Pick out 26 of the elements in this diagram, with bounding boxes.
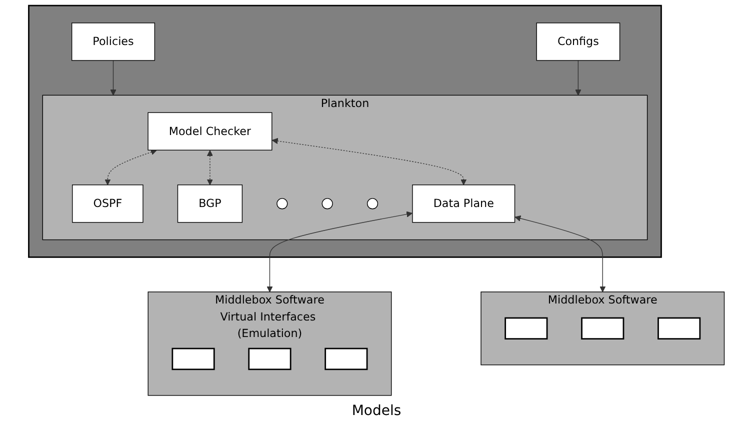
node-box: BGP [177, 184, 243, 223]
node-box [658, 317, 701, 340]
arrow [110, 60, 116, 96]
node-box [324, 348, 368, 370]
node-box [172, 348, 215, 370]
node-box: Model Checker [148, 112, 272, 150]
label-text: Models [352, 403, 402, 419]
node-box: OSPF [72, 184, 144, 223]
node-box [581, 317, 624, 340]
arrow [272, 138, 467, 186]
node-circle [366, 198, 378, 210]
cluster: Middlebox Software [480, 292, 725, 366]
node-box: Data Plane [412, 184, 516, 223]
node-box [504, 317, 548, 340]
node-box: Policies [71, 22, 156, 61]
arrow [206, 150, 214, 186]
arrow [575, 60, 582, 96]
cluster [28, 4, 662, 258]
arrow [514, 215, 606, 292]
node-circle [276, 198, 288, 210]
arrow [104, 149, 157, 186]
node-label: Virtual Interfaces (Emulation) [220, 310, 316, 340]
node-box: Configs [536, 22, 620, 61]
arrow [266, 211, 412, 292]
node-box [248, 348, 292, 370]
node-circle [322, 198, 333, 210]
